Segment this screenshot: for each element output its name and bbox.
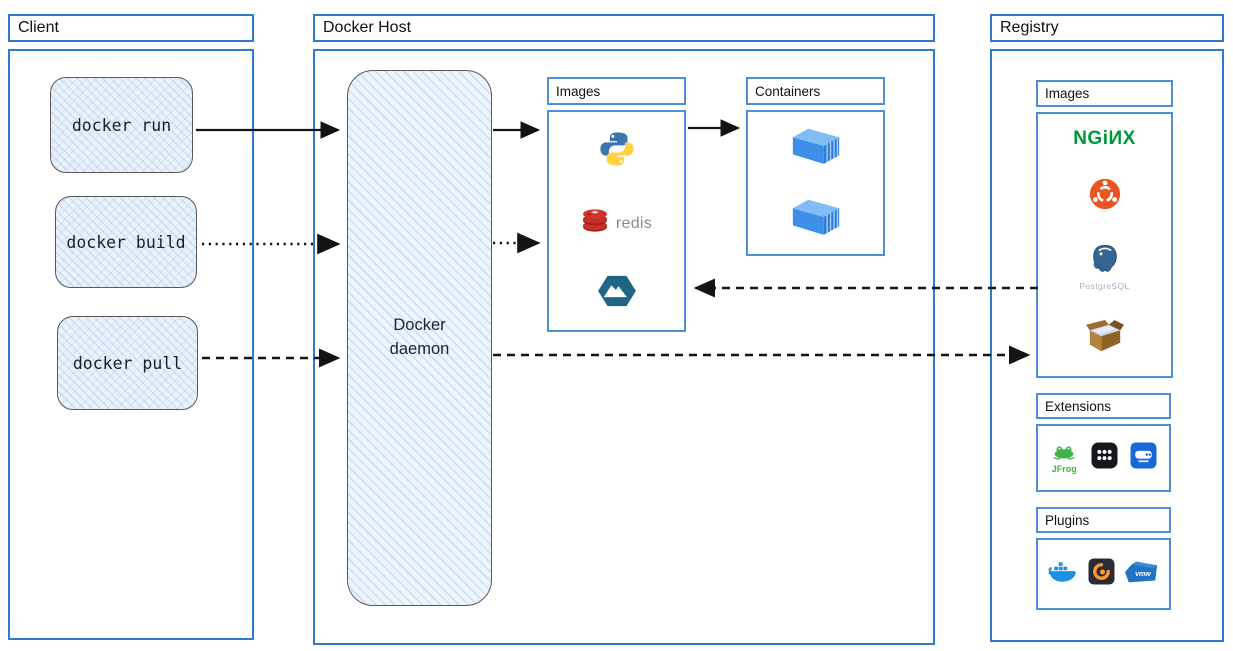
extensions-panel-body: JFrog <box>1036 424 1171 492</box>
vmware-icon: vmw <box>1125 560 1159 589</box>
host-images-panel-body: redis <box>547 110 686 332</box>
docker-host-frame-title: Docker Host <box>313 14 935 42</box>
redis-icon <box>581 208 609 239</box>
postgresql-wordmark: PostgreSQL <box>1079 281 1130 291</box>
docker-run-node: docker run <box>50 77 193 173</box>
vmware-wordmark: vmw <box>1135 570 1151 578</box>
docker-whale-icon <box>1048 560 1078 589</box>
containers-panel-title: Containers <box>746 77 885 105</box>
registry-frame-title: Registry <box>990 14 1224 42</box>
app-grid-extension-icon <box>1091 442 1118 474</box>
plugins-title-label: Plugins <box>1045 512 1090 528</box>
python-icon <box>597 129 637 174</box>
host-images-title-label: Images <box>556 83 601 99</box>
containers-title-label: Containers <box>755 83 821 99</box>
docker-build-node: docker build <box>55 196 197 288</box>
plugins-panel-title: Plugins <box>1036 507 1171 533</box>
docker-pull-label: docker pull <box>72 353 183 373</box>
container-box-icon <box>792 124 840 171</box>
grafana-icon <box>1088 558 1115 590</box>
containers-panel-body <box>746 110 885 256</box>
ubuntu-icon <box>1089 178 1121 215</box>
registry-images-panel-title: Images <box>1036 80 1173 107</box>
docker-pull-node: docker pull <box>57 316 198 410</box>
nginx-logo: NGiИX <box>1073 128 1136 149</box>
docker-daemon-label: Docker daemon <box>389 316 450 358</box>
client-title-label: Client <box>18 19 59 36</box>
docker-build-label: docker build <box>66 232 186 252</box>
plugins-panel-body: vmw <box>1036 538 1171 610</box>
registry-title-label: Registry <box>1000 19 1059 36</box>
client-frame-title: Client <box>8 14 254 42</box>
host-images-panel-title: Images <box>547 77 686 105</box>
disk-usage-extension-icon <box>1130 442 1157 474</box>
redis-logo: redis <box>581 208 652 239</box>
registry-images-panel-body: NGiИX PostgreSQL <box>1036 112 1173 378</box>
jfrog-wordmark: JFrog <box>1051 463 1077 474</box>
jfrog-logo: JFrog <box>1050 443 1078 474</box>
redis-wordmark: redis <box>615 214 653 232</box>
postgresql-logo: PostgreSQL <box>1079 243 1129 291</box>
postgresql-icon <box>1087 243 1123 280</box>
jfrog-icon <box>1050 443 1078 466</box>
docker-host-title-label: Docker Host <box>323 19 412 36</box>
docker-daemon-node: Docker daemon <box>347 70 492 606</box>
container-box-icon <box>792 195 840 242</box>
busybox-icon <box>1082 319 1128 362</box>
extensions-title-label: Extensions <box>1045 398 1112 414</box>
docker-run-label: docker run <box>71 115 172 135</box>
extensions-panel-title: Extensions <box>1036 393 1171 419</box>
registry-images-title-label: Images <box>1045 86 1090 101</box>
alpine-icon <box>597 274 636 313</box>
